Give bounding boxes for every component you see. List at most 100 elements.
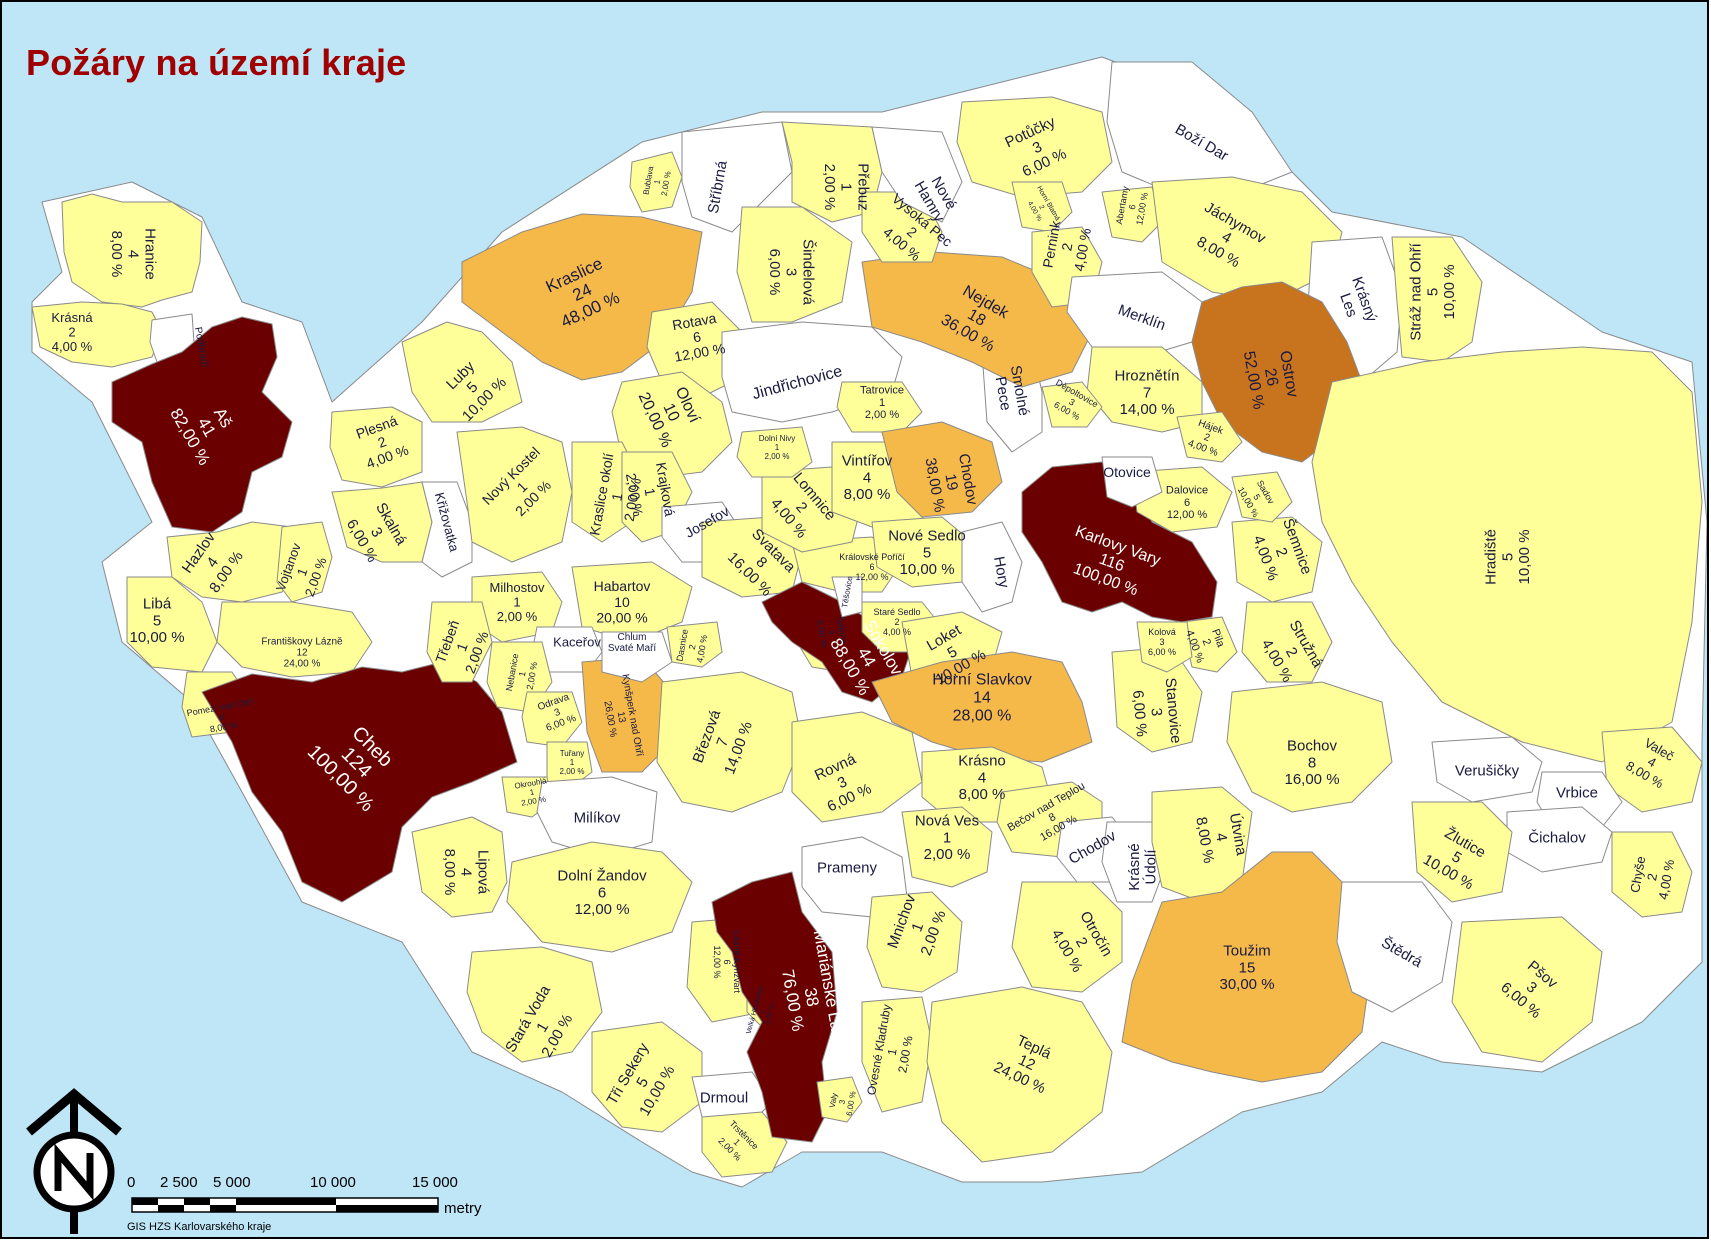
municipality-semnice[interactable] — [1231, 516, 1323, 603]
label-krasne-udoli: KrásnéÚdolí — [1126, 843, 1160, 891]
label-prebuz: Přebuz12,00 % — [821, 163, 872, 211]
municipality-merklin[interactable] — [1066, 271, 1203, 358]
municipality-otovice[interactable] — [1101, 456, 1163, 508]
municipality-chlum-svate-mari[interactable] — [601, 631, 673, 683]
label-hory: Hory — [990, 555, 1012, 590]
label-chyse: Chyše24,00 % — [1627, 853, 1678, 901]
label-sindelova: Šindelová36,00 % — [766, 239, 817, 306]
municipality-horni-slavkov[interactable] — [871, 651, 1093, 763]
municipality-bozi-dar[interactable] — [1106, 61, 1293, 198]
municipality-zlutice[interactable] — [1411, 801, 1513, 903]
municipality-straz-nad-ohri[interactable] — [1391, 236, 1483, 363]
municipality-dolni-zandov[interactable] — [506, 841, 693, 953]
municipality-as[interactable] — [111, 316, 293, 533]
label-pernink: Pernink24,00 % — [1039, 219, 1094, 275]
label-hradiste: Hradiště510,00 % — [1482, 529, 1533, 585]
municipality-bochov[interactable] — [1226, 681, 1393, 813]
municipality-psov[interactable] — [1451, 916, 1603, 1063]
label-straz-nad-ohri: Stráž nad Ohří510,00 % — [1407, 242, 1458, 340]
municipality-hranice[interactable] — [61, 193, 203, 308]
municipality-tepla[interactable] — [926, 986, 1113, 1163]
label-hranice: Hranice48,00 % — [108, 228, 159, 280]
municipality-nova-ves[interactable] — [901, 806, 993, 888]
municipality-treben[interactable] — [426, 601, 493, 683]
municipality-touzim[interactable] — [1121, 851, 1373, 1083]
scale-bar — [131, 1197, 439, 1213]
scale-unit: metry — [444, 1200, 482, 1217]
label-verusicky: Verušičky — [1455, 762, 1520, 779]
municipality-chyse[interactable] — [1611, 831, 1693, 918]
municipality-abertamy[interactable] — [1101, 186, 1163, 243]
municipality-brezova[interactable] — [656, 671, 803, 813]
municipality-stara-voda[interactable] — [466, 946, 603, 1063]
municipality-sindelova[interactable] — [736, 206, 853, 323]
municipality-valy[interactable] — [816, 1076, 863, 1123]
scale-tick-10000: 10 000 — [310, 1174, 356, 1191]
label-valy: Valy36,00 % — [827, 1087, 858, 1116]
label-vrbice: Vrbice — [1556, 784, 1598, 801]
label-kacerov: Kaceřov — [553, 635, 601, 650]
municipality-pila[interactable] — [1181, 616, 1238, 673]
municipality-kralovske-porici[interactable] — [791, 536, 903, 593]
municipality-hajek[interactable] — [1176, 411, 1243, 463]
municipality-depoltovice[interactable] — [1041, 381, 1103, 428]
municipality-stedra[interactable] — [1336, 881, 1453, 1013]
scale-tick-0: 0 — [127, 1174, 136, 1191]
municipality-liba[interactable] — [126, 576, 218, 673]
municipality-cheb[interactable] — [201, 661, 518, 903]
municipality-luby[interactable] — [401, 321, 523, 423]
municipality-kolova[interactable] — [1136, 621, 1193, 673]
municipality-sadov[interactable] — [1231, 471, 1293, 523]
label-cichalov: Čichalov — [1528, 829, 1586, 846]
municipality-hory[interactable] — [961, 521, 1023, 613]
municipality-struzna[interactable] — [1241, 601, 1333, 683]
municipality-vojtanov[interactable] — [276, 521, 333, 603]
municipality-plesna[interactable] — [329, 406, 423, 488]
municipality-tri-sekery[interactable] — [591, 1021, 703, 1133]
label-sabina: Šabina36,00 % — [815, 616, 850, 649]
municipality-krizovatka[interactable] — [421, 481, 473, 578]
municipality-nejdek[interactable] — [861, 251, 1093, 388]
municipality-dolni-nivy[interactable] — [736, 426, 813, 478]
label-prameny: Prameny — [817, 859, 878, 876]
municipality-dasnice[interactable] — [666, 621, 723, 668]
municipality-rovna[interactable] — [791, 711, 923, 823]
municipality-verusicky[interactable] — [1431, 736, 1543, 803]
scale-tick-2500: 2 500 — [160, 1174, 198, 1191]
municipality-bublava[interactable] — [629, 151, 683, 213]
municipality-chodov[interactable] — [881, 421, 1003, 518]
municipality-potucky[interactable] — [956, 96, 1113, 198]
municipality-rotava[interactable] — [646, 301, 743, 398]
label-milikov: Milíkov — [574, 809, 621, 826]
municipality-otrocin[interactable] — [1011, 881, 1123, 993]
municipality-hradiste[interactable] — [1311, 346, 1703, 763]
municipality-mnichov[interactable] — [866, 891, 963, 993]
label-otovice: Otovice — [1103, 464, 1151, 480]
municipality-horni-blatna[interactable] — [1011, 181, 1073, 233]
municipality-lipova[interactable] — [411, 816, 508, 918]
municipality-olovi[interactable] — [611, 371, 733, 478]
map-title: Požáry na území kraje — [26, 42, 407, 83]
municipality-nove-hamry[interactable] — [871, 126, 963, 223]
north-arrow-icon — [26, 1088, 122, 1234]
municipality-ovesne-kladruby[interactable] — [861, 996, 933, 1113]
municipality-marianske-lazne[interactable] — [711, 871, 838, 1143]
municipality-novy-kostel[interactable] — [456, 426, 573, 563]
municipality-trstenice[interactable] — [701, 1111, 788, 1178]
